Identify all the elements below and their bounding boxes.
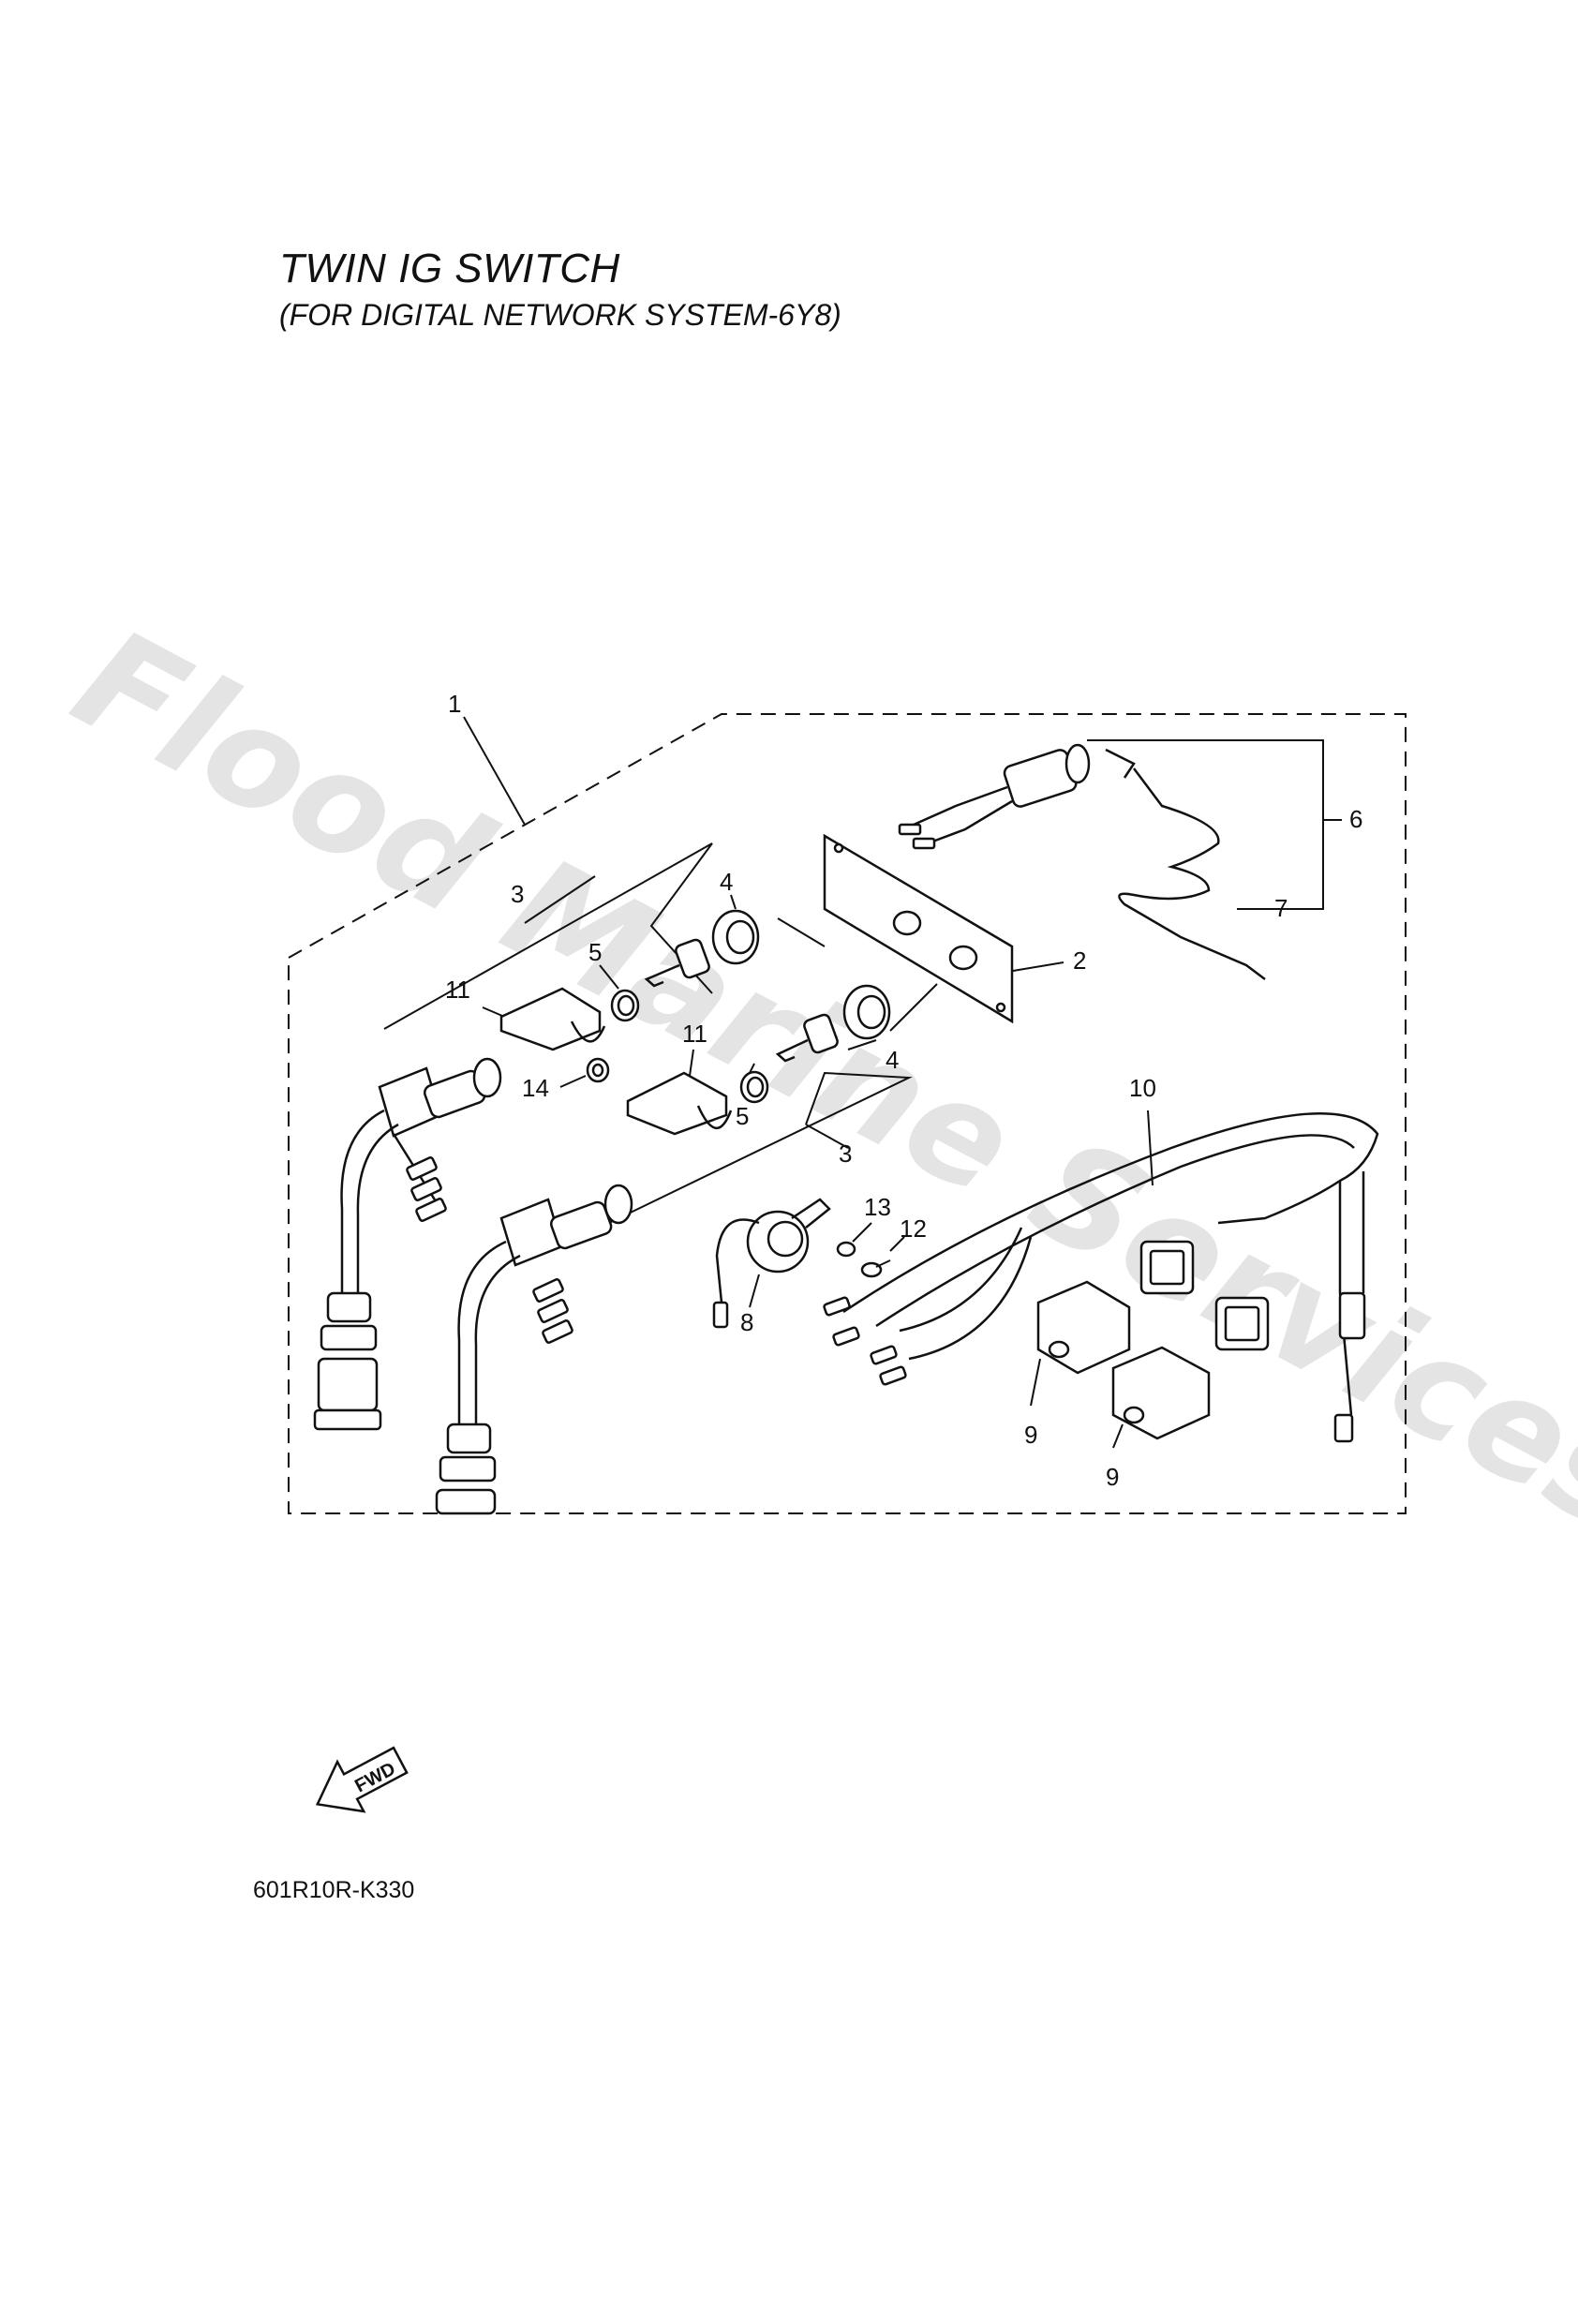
callout-9-right: 9 [1106, 1463, 1119, 1491]
callout-5-lower: 5 [736, 1102, 749, 1130]
screw [860, 1259, 891, 1278]
callout-14: 14 [522, 1074, 549, 1102]
lanyard [1118, 767, 1266, 980]
key-lower [775, 1013, 839, 1063]
ring-lower [739, 1070, 769, 1104]
page-title: TWIN IG SWITCH [279, 246, 620, 291]
callout-5-upper: 5 [588, 938, 602, 966]
stop-switch [898, 743, 1136, 850]
callout-2: 2 [1073, 946, 1086, 975]
callout-11-left: 11 [445, 976, 470, 1004]
fwd-arrow-icon: FWD [315, 1746, 409, 1813]
ring-upper [610, 989, 640, 1022]
callout-13: 13 [864, 1193, 891, 1221]
callout-10: 10 [1129, 1074, 1156, 1102]
bracket-upper [499, 987, 606, 1051]
washer [836, 1241, 856, 1258]
page-subtitle: (FOR DIGITAL NETWORK SYSTEM-6Y8) [279, 298, 841, 332]
callout-3-lower: 3 [839, 1140, 852, 1168]
callout-12: 12 [900, 1214, 927, 1243]
emergency-switch [712, 1198, 831, 1329]
relay-right [1111, 1346, 1211, 1440]
callout-4-lower: 4 [886, 1046, 899, 1074]
wire-harness [823, 1112, 1379, 1443]
callout-11-right: 11 [682, 1020, 707, 1048]
callouts: 1 2 3 3 4 4 5 5 6 7 8 9 9 10 11 11 12 13… [445, 690, 1362, 1491]
callout-1: 1 [448, 690, 461, 718]
callout-8: 8 [740, 1308, 753, 1336]
callout-4-upper: 4 [720, 868, 733, 896]
relay-left [1036, 1280, 1131, 1375]
key-upper [644, 938, 710, 988]
callout-3-upper: 3 [511, 880, 524, 908]
nut [586, 1057, 610, 1083]
leader-lines [383, 716, 1342, 1449]
switch-panel-plate [823, 833, 1014, 1024]
switch-cap-upper [711, 909, 760, 965]
bracket-lower [626, 1071, 733, 1136]
callout-7: 7 [1274, 894, 1288, 922]
callout-6: 6 [1349, 805, 1362, 833]
ignition-switch-left [313, 1057, 502, 1431]
switch-cap-lower [842, 984, 891, 1040]
callout-9-left: 9 [1024, 1421, 1037, 1449]
diagram-code: 601R10R-K330 [253, 1877, 415, 1903]
ignition-switch-right [435, 1184, 633, 1515]
